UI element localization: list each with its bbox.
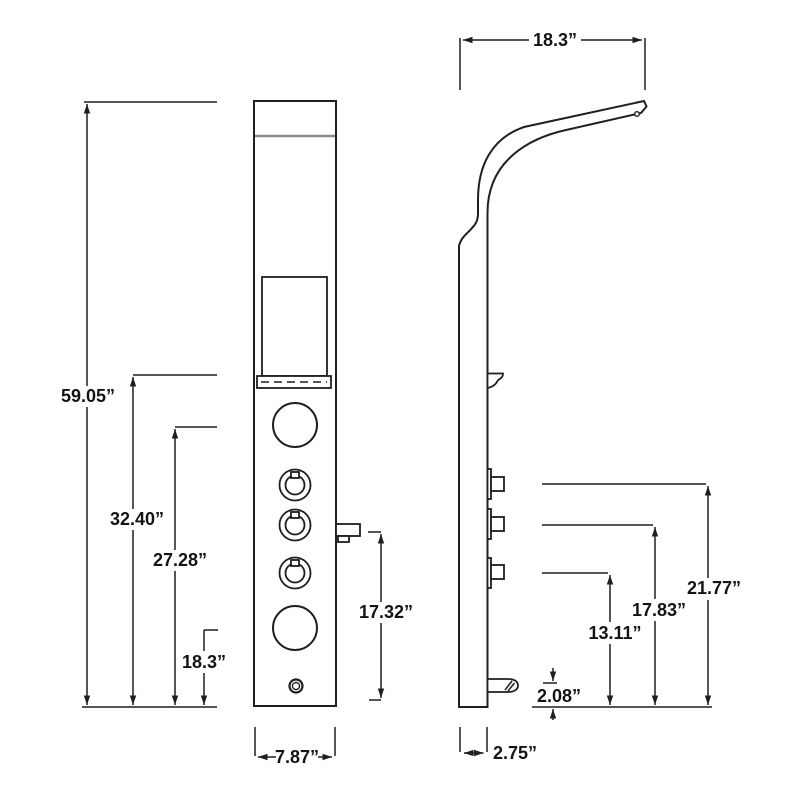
side-panel-profile-with-shower-arm (458, 99, 648, 708)
front-bottom-jet (272, 605, 318, 651)
side-knob-3 (486, 557, 505, 589)
front-knob-2 (278, 508, 312, 542)
dimension-side-spout-height: 2.08” (532, 668, 712, 720)
front-view (253, 100, 361, 707)
dimension-front-top-jet-height: 27.28” (153, 426, 217, 705)
dimension-front-diverter-height: 17.32” (359, 531, 413, 701)
knob-pointer-notch (290, 471, 300, 479)
dim-label-diverter-height: 17.32” (359, 602, 413, 622)
dimension-front-overall-height: 59.05” (61, 101, 217, 708)
knob-pointer-notch (290, 559, 300, 567)
dimension-front-panel-width: 7.87” (254, 727, 336, 767)
dim-label-panel-width: 7.87” (275, 747, 319, 767)
knob-stem (490, 564, 505, 580)
front-mirror-window (261, 276, 328, 377)
shower-head-nozzle-tip (634, 110, 641, 117)
side-knob-2 (486, 508, 505, 540)
dimension-side-bottom-knob-height: 13.11” (542, 572, 642, 705)
dimension-side-middle-knob-height: 17.83” (542, 524, 686, 705)
dim-label-shelf-height: 32.40” (110, 509, 164, 529)
dimension-front-shelf-height: 32.40” (110, 374, 217, 705)
side-view (458, 99, 648, 708)
handle-bar (335, 523, 361, 537)
spout-hatch-1 (504, 680, 513, 691)
side-shelf-bracket (486, 372, 504, 390)
dim-label-lower-jet-height: 18.3” (182, 652, 226, 672)
dim-label-overall-height: 59.05” (61, 386, 115, 406)
dim-label-top-jet-height: 27.28” (153, 550, 207, 570)
front-knob-3 (278, 556, 312, 590)
dimension-side-top-knob-height: 21.77” (542, 483, 741, 705)
knob-stem (490, 516, 505, 532)
front-top-jet (272, 402, 318, 448)
side-tub-spout (486, 678, 519, 693)
dimension-side-panel-depth: 2.75” (459, 727, 537, 763)
dim-label-panel-depth: 2.75” (493, 743, 537, 763)
dimension-front-lower-jet-height: 18.3” (182, 629, 226, 705)
dim-label-bottom-knob-height: 13.11” (588, 623, 641, 643)
dim-label-middle-knob-height: 17.83” (632, 600, 686, 620)
side-knob-1 (486, 468, 505, 500)
dim-label-arm-reach: 18.3” (533, 30, 577, 50)
knob-stem (490, 476, 505, 492)
dim-label-top-knob-height: 21.77” (687, 578, 741, 598)
front-hose-outlet-inner (291, 681, 301, 691)
front-knob-1 (278, 468, 312, 502)
spout-hatch-2 (507, 682, 516, 692)
knob-pointer-notch (290, 511, 300, 519)
front-diverter-handle (335, 523, 361, 543)
dimension-side-arm-reach: 18.3” (459, 30, 646, 90)
dim-label-spout-height: 2.08” (537, 686, 581, 706)
handle-tab (337, 535, 350, 543)
